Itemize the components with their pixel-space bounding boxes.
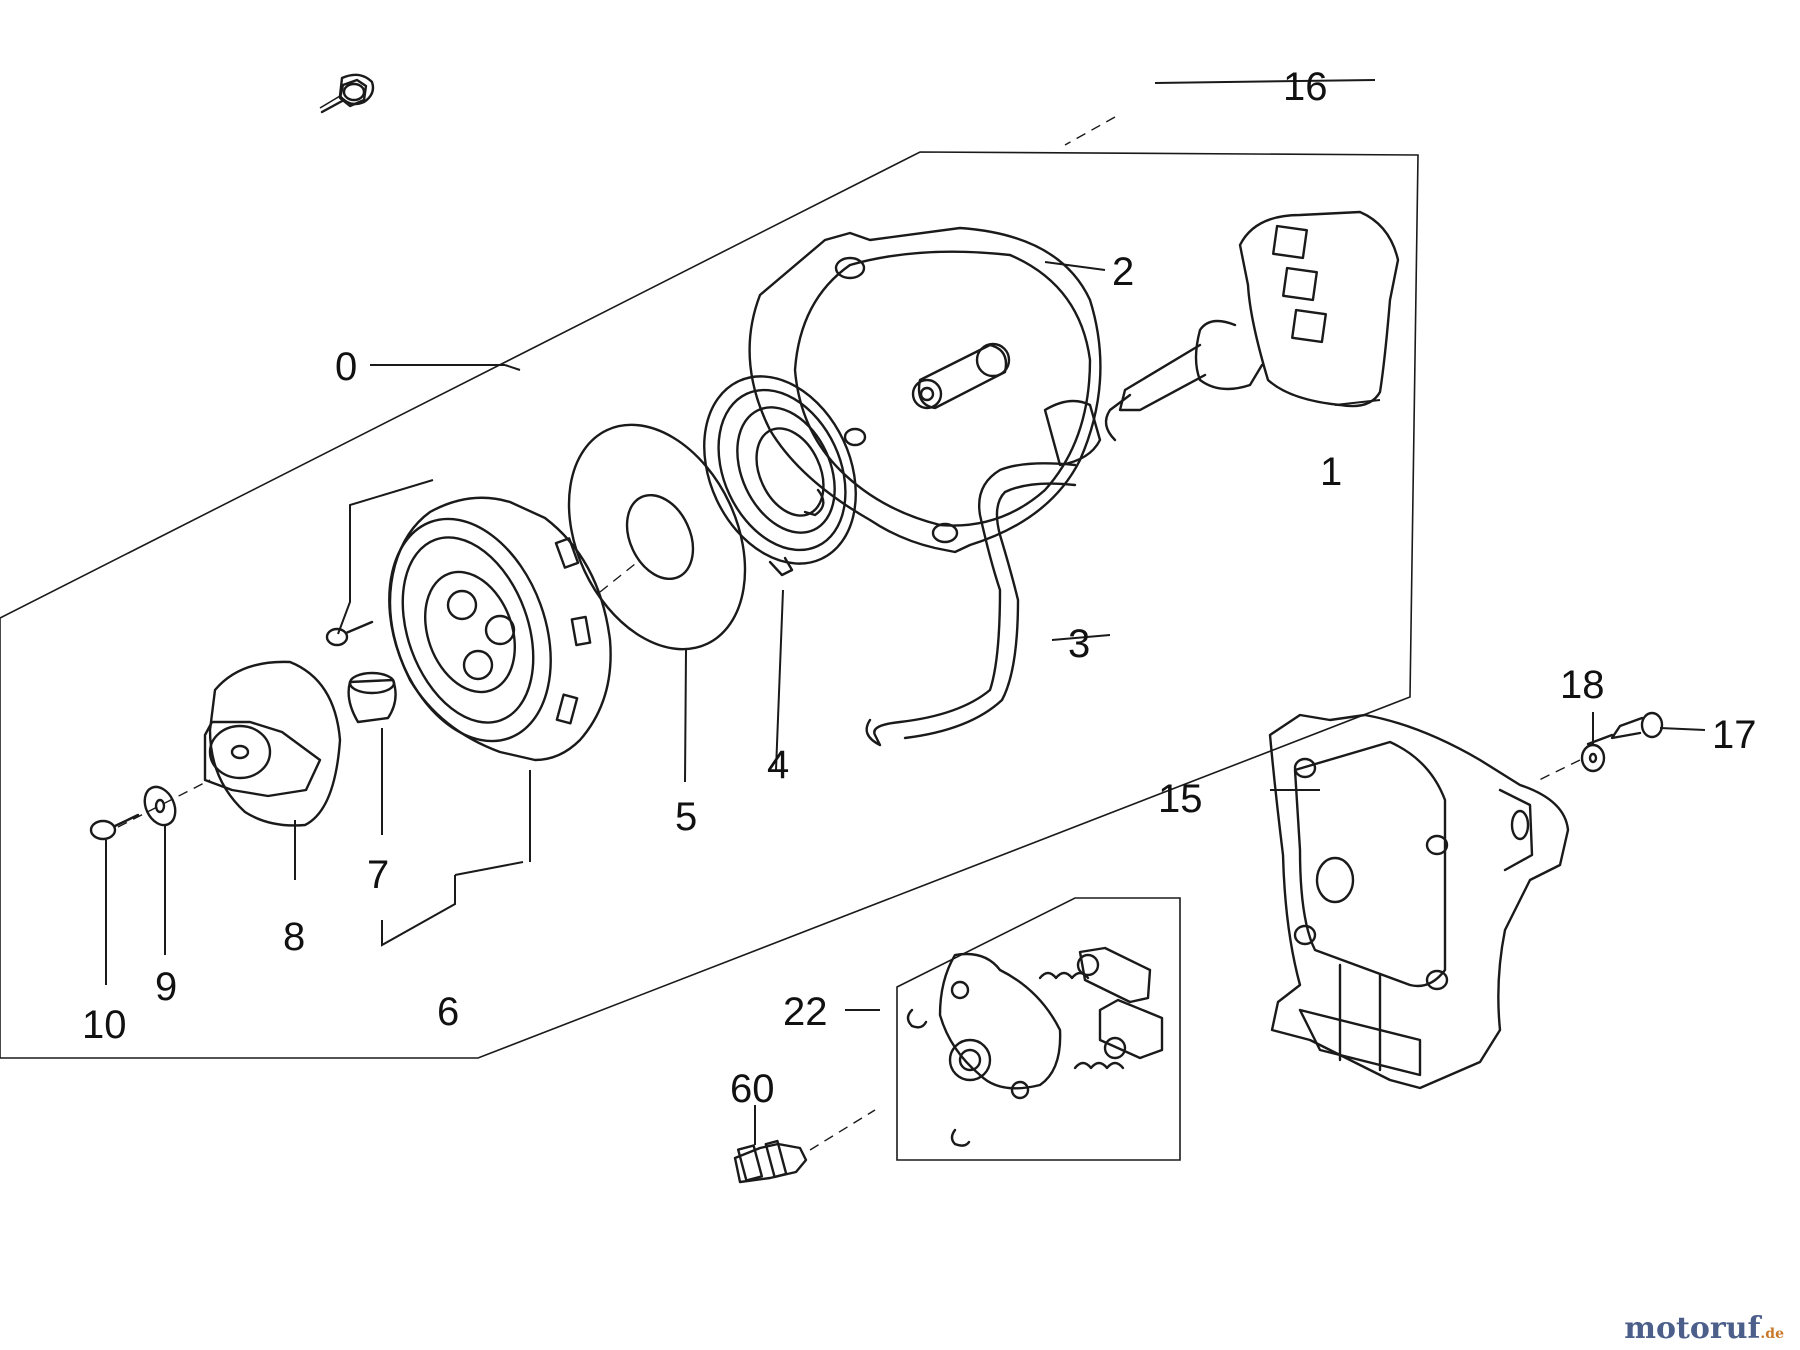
part-9-washer — [143, 785, 177, 827]
callout-16: 16 — [1283, 65, 1328, 109]
callout-8: 8 — [283, 915, 305, 959]
callout-labels: 0 1 2 3 4 5 6 7 8 9 10 15 16 17 18 22 60 — [82, 65, 1757, 1111]
watermark-main: motoruf — [1624, 1311, 1761, 1346]
leader-lines — [105, 79, 1706, 1145]
callout-7: 7 — [367, 853, 389, 897]
callout-22: 22 — [783, 990, 828, 1034]
callout-2: 2 — [1112, 250, 1134, 294]
part-4-recoil-spring — [703, 375, 857, 577]
assembly-0-outline — [0, 151, 1419, 1059]
callout-4: 4 — [767, 743, 789, 787]
callout-17: 17 — [1712, 713, 1757, 757]
callout-60: 60 — [730, 1067, 775, 1111]
part-16-screw-head — [338, 73, 375, 106]
part-10-screw — [89, 813, 140, 841]
part-6-pulley — [388, 496, 612, 762]
part-18-washer — [1580, 743, 1606, 773]
part-3-starter-rope — [865, 462, 1077, 747]
callout-15: 15 — [1158, 777, 1203, 821]
part-1-starter-handle — [1104, 210, 1400, 442]
axis-16-b — [1064, 116, 1116, 146]
callout-5: 5 — [675, 795, 697, 839]
axis-starter — [117, 779, 211, 828]
callout-10: 10 — [82, 1003, 127, 1047]
callout-3: 3 — [1068, 622, 1090, 666]
axis-starter-2 — [599, 559, 641, 593]
callout-9: 9 — [155, 965, 177, 1009]
callout-18: 18 — [1560, 663, 1605, 707]
part-7-roller — [347, 671, 397, 724]
callout-1: 1 — [1320, 450, 1342, 494]
part-16-screw — [319, 78, 368, 114]
part-22-kit — [906, 946, 1164, 1147]
watermark-tld: .de — [1760, 1326, 1784, 1342]
callout-0: 0 — [335, 345, 357, 389]
part-22-kit-outline — [896, 897, 1181, 1161]
axis-60 — [809, 1109, 876, 1151]
part-6-screw — [325, 620, 374, 647]
part-60-nozzle — [733, 1139, 808, 1184]
part-15-fan-cover — [1268, 713, 1570, 1090]
part-8-ratchet — [203, 660, 342, 827]
part-5-washer — [567, 423, 747, 651]
callout-6: 6 — [437, 990, 459, 1034]
watermark-logo: motoruf.de — [1624, 1311, 1784, 1346]
axis-17 — [1534, 759, 1581, 783]
part-17-bolt — [1586, 711, 1664, 746]
